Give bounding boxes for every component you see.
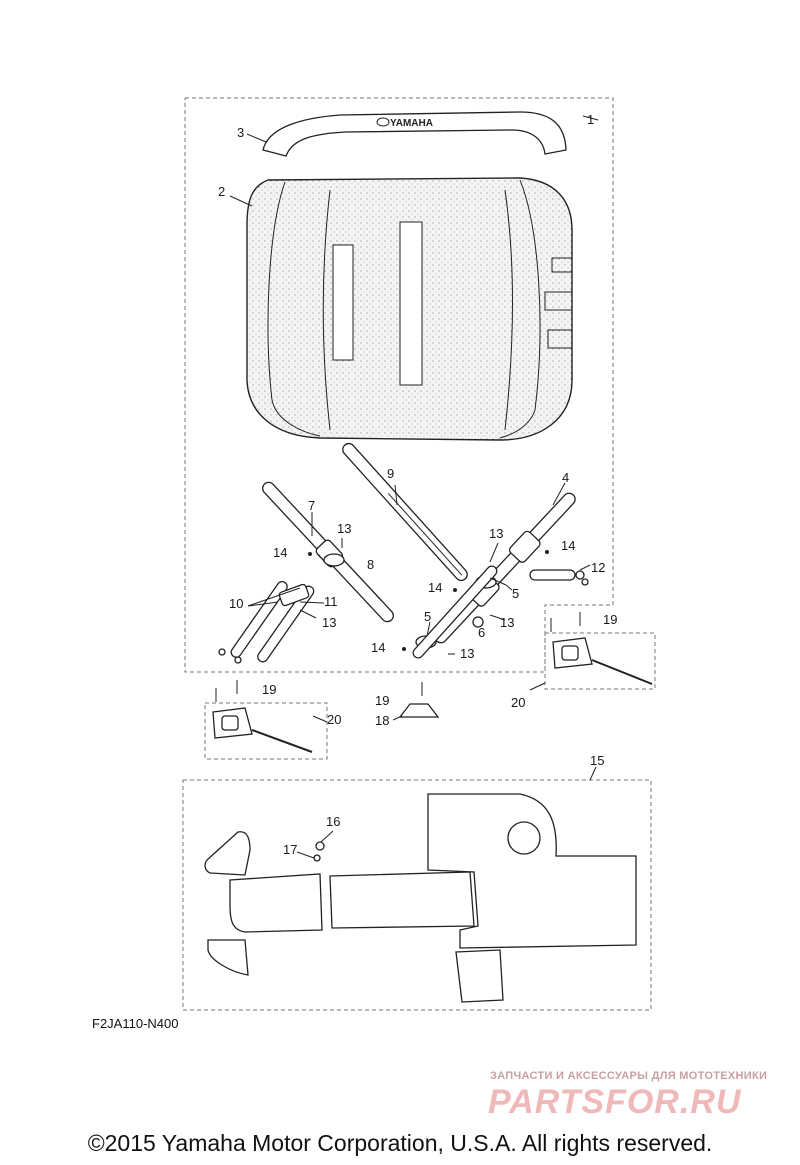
- seat-inner-outline: [267, 179, 541, 439]
- seat-slot-right: [399, 221, 423, 386]
- callout-13-d: 13: [500, 615, 514, 630]
- callout-3: 3: [237, 125, 244, 140]
- callout-1: 1: [587, 112, 594, 127]
- screws: [215, 550, 581, 702]
- group-20-right-box: [544, 632, 656, 690]
- seat-divider: [322, 189, 513, 431]
- part-10-shocks: [218, 581, 315, 664]
- part-18-bracket: [398, 703, 440, 718]
- callout-9: 9: [387, 466, 394, 481]
- group-20-left-box: [204, 702, 328, 760]
- part-9-bar: [342, 442, 468, 582]
- callout-15: 15: [590, 753, 604, 768]
- watermark-tagline: ЗАПЧАСТИ И АКСЕССУАРЫ ДЛЯ МОТОТЕХНИКИ: [490, 1070, 768, 1082]
- callout-19-c: 19: [375, 693, 389, 708]
- callout-6: 6: [478, 625, 485, 640]
- group-15-box: [182, 779, 652, 1011]
- callout-14-b: 14: [561, 538, 575, 553]
- callout-4: 4: [562, 470, 569, 485]
- part-8-clamp: [323, 553, 345, 567]
- part-20-bracket-left: [212, 707, 313, 753]
- callout-17: 17: [283, 842, 297, 857]
- callout-14-c: 14: [428, 580, 442, 595]
- part-15-mats: [204, 793, 637, 1003]
- callout-5-upper: 5: [512, 586, 519, 601]
- callout-18: 18: [375, 713, 389, 728]
- callout-13-e: 13: [460, 646, 474, 661]
- callout-11: 11: [324, 594, 338, 609]
- callout-13-c: 13: [322, 615, 336, 630]
- part-5-bar: [412, 565, 498, 659]
- callout-13-a: 13: [337, 521, 351, 536]
- leader-lines: [229, 115, 599, 859]
- seat-slot-left: [332, 244, 354, 361]
- callout-14-d: 14: [371, 640, 385, 655]
- callout-14-a: 14: [273, 545, 287, 560]
- copyright-notice: ©2015 Yamaha Motor Corporation, U.S.A. A…: [87, 1130, 713, 1156]
- callouts: 1 2 3 4 5 5 6 7 8 9 10 11 12 13 13 13 13…: [218, 112, 617, 857]
- callout-19-a: 19: [603, 612, 617, 627]
- callout-7: 7: [308, 498, 315, 513]
- group-1-box: [184, 97, 614, 673]
- callout-12: 12: [591, 560, 605, 575]
- callout-8: 8: [367, 557, 374, 572]
- callout-13-b: 13: [489, 526, 503, 541]
- callout-10: 10: [229, 596, 243, 611]
- seat-notches: [544, 257, 572, 349]
- callout-2: 2: [218, 184, 225, 199]
- callout-19-b: 19: [262, 682, 276, 697]
- part-6-knob: [472, 616, 484, 628]
- callout-20-b: 20: [511, 695, 525, 710]
- callout-16: 16: [326, 814, 340, 829]
- part-16-17-fastener: [313, 841, 325, 862]
- brand-on-handle: YAMAHA: [390, 118, 433, 129]
- diagram-code: F2JA110-N400: [92, 1016, 179, 1031]
- part-3-handle: [262, 111, 567, 157]
- part-12-shock: [529, 569, 589, 586]
- callout-5-lower: 5: [424, 609, 431, 624]
- yamaha-logo-icon: [376, 117, 390, 127]
- watermark-logo: PARTSFOR.RU: [488, 1083, 742, 1121]
- callout-20-a: 20: [327, 712, 341, 727]
- part-20-bracket-right: [552, 637, 653, 685]
